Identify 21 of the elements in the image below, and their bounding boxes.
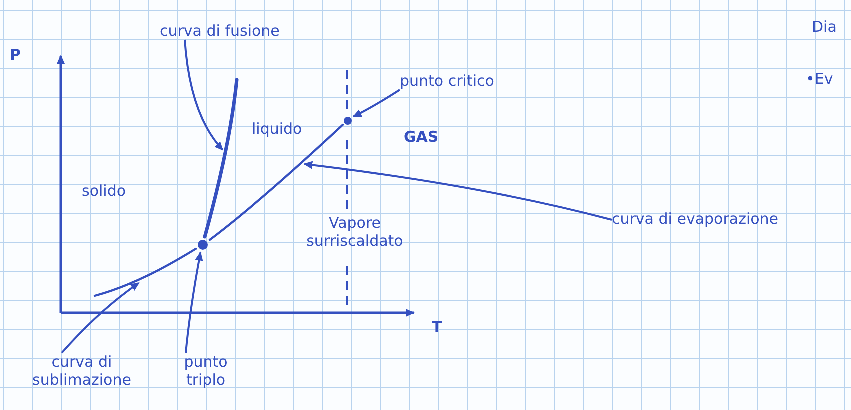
axis-label: P xyxy=(10,46,21,64)
axis-label: T xyxy=(432,318,442,336)
annotation-text: curva di fusione xyxy=(160,22,280,40)
leader-arrow xyxy=(352,89,401,118)
annotation-text: curva di sublimazione xyxy=(8,353,156,389)
region-label: solido xyxy=(82,182,126,200)
point-dot xyxy=(344,117,352,125)
bullet-text: •Ev xyxy=(806,70,834,88)
region-label: liquido xyxy=(252,120,302,138)
point-dot xyxy=(198,240,208,250)
phase-curve xyxy=(203,78,239,239)
leader-arrow xyxy=(304,161,612,221)
region-label: GAS xyxy=(404,128,439,146)
heading-text: Dia xyxy=(812,18,837,36)
annotation-text: curva di evaporazione xyxy=(612,210,779,228)
annotation-text: punto critico xyxy=(400,72,494,90)
phase-curve xyxy=(94,248,198,298)
leader-arrow xyxy=(185,252,204,354)
region-label: Vapore surriscaldato xyxy=(306,214,404,250)
annotation-text: punto triplo xyxy=(172,353,240,389)
leader-arrow xyxy=(184,40,224,151)
